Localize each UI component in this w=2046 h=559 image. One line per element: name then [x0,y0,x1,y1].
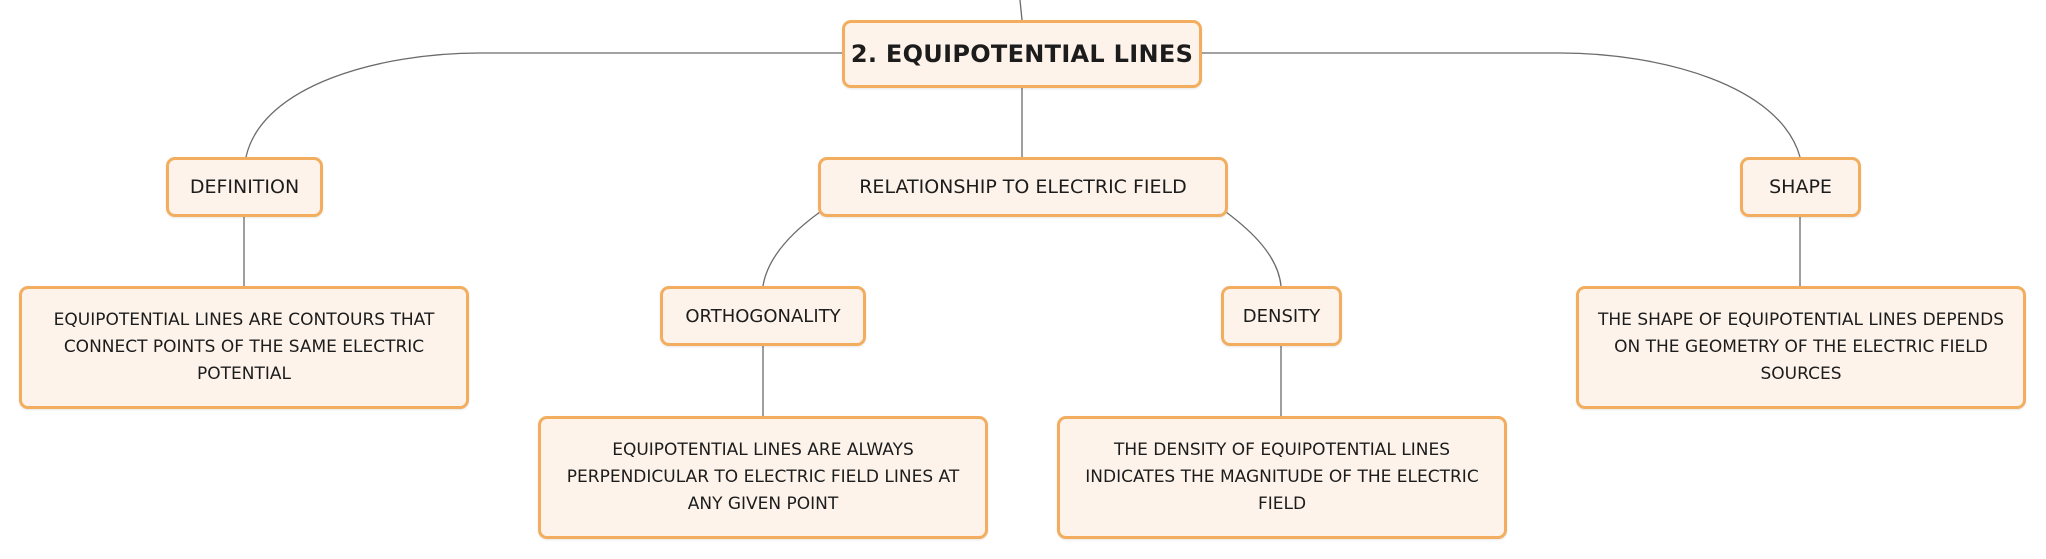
shape-label: SHAPE [1769,176,1832,198]
orthogonality-node[interactable]: ORTHOGONALITY [660,286,866,346]
connector-relationship-density [1225,211,1282,287]
definition-description-text: EQUIPOTENTIAL LINES ARE CONTOURS THAT CO… [53,310,435,384]
root-topic-node[interactable]: 2. EQUIPOTENTIAL LINES [842,20,1202,88]
orthogonality-label: ORTHOGONALITY [685,305,841,327]
definition-node[interactable]: DEFINITION [166,157,323,217]
orthogonality-description-node[interactable]: EQUIPOTENTIAL LINES ARE ALWAYS PERPENDIC… [538,416,988,539]
relationship-node[interactable]: RELATIONSHIP TO ELECTRIC FIELD [818,157,1228,217]
density-description-text: THE DENSITY OF EQUIPOTENTIAL LINES INDIC… [1085,440,1479,514]
definition-label: DEFINITION [189,176,300,198]
root-topic-label: 2. EQUIPOTENTIAL LINES [850,40,1194,68]
orthogonality-description-text: EQUIPOTENTIAL LINES ARE ALWAYS PERPENDIC… [566,440,960,514]
relationship-label: RELATIONSHIP TO ELECTRIC FIELD [859,176,1187,198]
shape-description-text: THE SHAPE OF EQUIPOTENTIAL LINES DEPENDS… [1598,310,2004,384]
shape-node[interactable]: SHAPE [1740,157,1861,217]
density-description-node[interactable]: THE DENSITY OF EQUIPOTENTIAL LINES INDIC… [1057,416,1507,539]
connector-root-definition [245,52,842,158]
density-label: DENSITY [1242,305,1321,327]
connector-root-shape [1202,52,1801,158]
density-node[interactable]: DENSITY [1221,286,1342,346]
connector-incoming-root [1019,0,1023,21]
connector-relationship-orthogonality [762,211,821,287]
definition-description-node[interactable]: EQUIPOTENTIAL LINES ARE CONTOURS THAT CO… [19,286,469,409]
shape-description-node[interactable]: THE SHAPE OF EQUIPOTENTIAL LINES DEPENDS… [1576,286,2026,409]
